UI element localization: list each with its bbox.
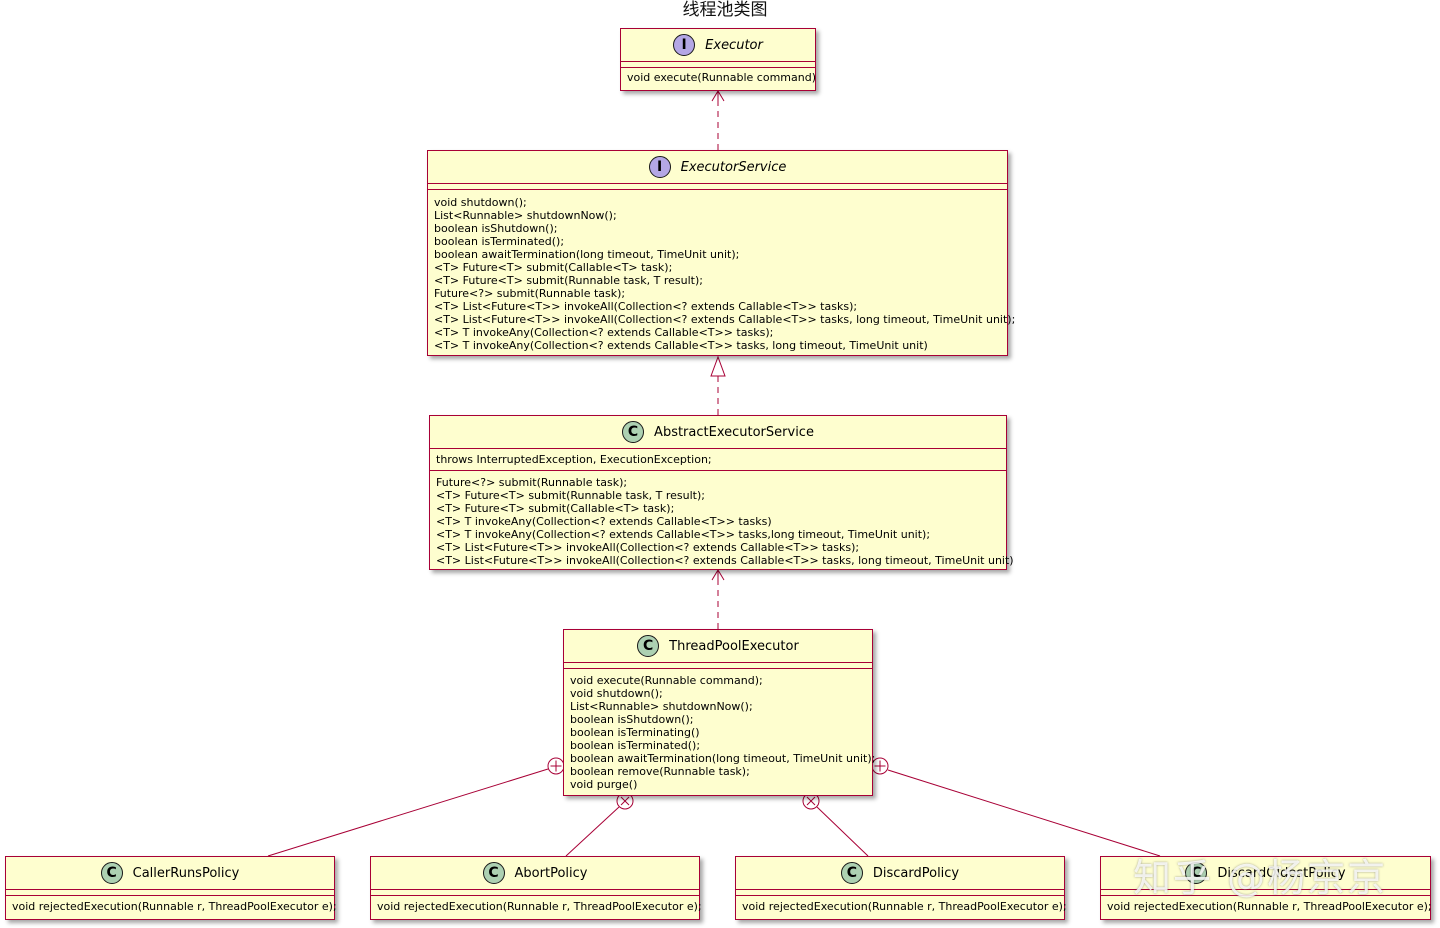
fields-section — [736, 890, 1064, 896]
method-row: void purge() — [570, 778, 638, 791]
class-name: AbortPolicy — [514, 865, 588, 881]
methods-section: Future<?> submit(Runnable task); <T> Fut… — [430, 471, 1014, 569]
class-icon: C — [482, 862, 505, 884]
arrowhead-executor — [711, 90, 725, 102]
class-icon: C — [637, 635, 660, 657]
field-row: throws InterruptedException, ExecutionEx… — [436, 453, 712, 466]
class-name: CallerRunsPolicy — [132, 865, 240, 881]
method-row: void rejectedExecution(Runnable r, Threa… — [742, 900, 1067, 913]
method-row: boolean isTerminating() — [570, 726, 700, 739]
method-row: void rejectedExecution(Runnable r, Threa… — [377, 900, 702, 913]
interface-icon: I — [673, 34, 696, 56]
class-name: ThreadPoolExecutor — [669, 638, 799, 654]
method-row: Future<?> submit(Runnable task); — [436, 476, 628, 489]
arrowhead-abstract — [711, 569, 725, 581]
methods-section: void rejectedExecution(Runnable r, Threa… — [6, 896, 337, 915]
class-abortpolicy: C AbortPolicy void rejectedExecution(Run… — [370, 856, 702, 920]
method-row: boolean remove(Runnable task); — [570, 765, 750, 778]
method-row: <T> Future<T> submit(Callable<T> task); — [434, 261, 673, 274]
method-row: Future<?> submit(Runnable task); — [434, 287, 626, 300]
methods-section: void execute(Runnable command) — [621, 68, 816, 86]
method-row: List<Runnable> shutdownNow(); — [434, 209, 617, 222]
class-name: DiscardPolicy — [872, 865, 960, 881]
class-discardpolicy: C DiscardPolicy void rejectedExecution(R… — [735, 856, 1067, 920]
method-row: <T> T invokeAny(Collection<? extends Cal… — [434, 326, 774, 339]
class-header: I ExecutorService — [428, 151, 1007, 184]
nested-marker-callerruns — [547, 757, 565, 775]
fields-section — [1101, 890, 1430, 896]
fields-section — [371, 890, 699, 896]
class-name: ExecutorService — [680, 159, 787, 175]
watermark: 知乎 @杨京京 — [1133, 856, 1388, 900]
class-executorservice: I ExecutorService void shutdown(); List<… — [427, 150, 1016, 356]
method-row: boolean awaitTermination(long timeout, T… — [434, 248, 740, 261]
realization-triangle — [710, 355, 726, 377]
methods-section: void execute(Runnable command); void shu… — [564, 669, 876, 793]
relation-discard-nested — [816, 806, 869, 857]
method-row: void rejectedExecution(Runnable r, Threa… — [12, 900, 337, 913]
nested-marker-abort — [616, 792, 634, 810]
class-header: C DiscardPolicy — [736, 857, 1064, 890]
methods-section: void rejectedExecution(Runnable r, Threa… — [1101, 896, 1432, 915]
relation-abort-nested — [565, 806, 620, 857]
class-header: C AbortPolicy — [371, 857, 699, 890]
method-row: <T> T invokeAny(Collection<? extends Cal… — [436, 528, 931, 541]
method-row: List<Runnable> shutdownNow(); — [570, 700, 753, 713]
method-row: void shutdown(); — [434, 196, 527, 209]
method-row: <T> List<Future<T>> invokeAll(Collection… — [434, 300, 858, 313]
method-row: boolean awaitTermination(long timeout, T… — [570, 752, 876, 765]
method-row: void execute(Runnable command); — [570, 674, 763, 687]
class-header: C ThreadPoolExecutor — [564, 630, 872, 663]
class-header: C AbstractExecutorService — [430, 416, 1006, 449]
method-row: void execute(Runnable command) — [627, 71, 816, 84]
class-icon: C — [840, 862, 863, 884]
class-icon: C — [100, 862, 123, 884]
class-icon: C — [622, 421, 645, 443]
relation-callerruns-nested — [267, 768, 549, 857]
class-name: Executor — [705, 37, 763, 53]
method-row: <T> List<Future<T>> invokeAll(Collection… — [434, 313, 1016, 326]
method-row: <T> Future<T> submit(Runnable task, T re… — [434, 274, 703, 287]
method-row: <T> List<Future<T>> invokeAll(Collection… — [436, 541, 860, 554]
class-header: I Executor — [621, 29, 815, 62]
class-name: AbstractExecutorService — [654, 424, 814, 440]
methods-section: void rejectedExecution(Runnable r, Threa… — [736, 896, 1067, 915]
interface-icon: I — [648, 156, 671, 178]
relation-discardoldest-nested — [887, 769, 1161, 857]
methods-section: void shutdown(); List<Runnable> shutdown… — [428, 190, 1016, 354]
class-abstractexecutorservice: C AbstractExecutorService throws Interru… — [429, 415, 1014, 570]
method-row: <T> Future<T> submit(Runnable task, T re… — [436, 489, 705, 502]
class-name: DiscardOldestPolicy — [1217, 865, 1346, 881]
method-row: boolean isShutdown(); — [434, 222, 558, 235]
class-threadpoolexecutor: C ThreadPoolExecutor void execute(Runnab… — [563, 629, 876, 796]
method-row: boolean isTerminated(); — [570, 739, 701, 752]
method-row: void rejectedExecution(Runnable r, Threa… — [1107, 900, 1432, 913]
method-row: boolean isShutdown(); — [570, 713, 694, 726]
diagram-title: 线程池类图 — [682, 0, 768, 20]
fields-section: throws InterruptedException, ExecutionEx… — [430, 449, 1006, 471]
fields-section — [621, 62, 815, 68]
fields-section — [6, 890, 334, 896]
fields-section — [428, 184, 1007, 190]
method-row: <T> List<Future<T>> invokeAll(Collection… — [436, 554, 1014, 567]
nested-marker-discardoldest — [871, 757, 889, 775]
method-row: <T> T invokeAny(Collection<? extends Cal… — [434, 339, 928, 352]
fields-section — [564, 663, 872, 669]
methods-section: void rejectedExecution(Runnable r, Threa… — [371, 896, 702, 915]
method-row: <T> T invokeAny(Collection<? extends Cal… — [436, 515, 772, 528]
class-executor: I Executor void execute(Runnable command… — [620, 28, 816, 91]
method-row: boolean isTerminated(); — [434, 235, 565, 248]
class-header: C DiscardOldestPolicy — [1101, 857, 1430, 890]
class-callerrunspolicy: C CallerRunsPolicy void rejectedExecutio… — [5, 856, 337, 920]
class-discardoldestpolicy: C DiscardOldestPolicy void rejectedExecu… — [1100, 856, 1432, 920]
method-row: <T> Future<T> submit(Callable<T> task); — [436, 502, 675, 515]
method-row: void shutdown(); — [570, 687, 663, 700]
class-icon: C — [1185, 862, 1208, 884]
class-header: C CallerRunsPolicy — [6, 857, 334, 890]
